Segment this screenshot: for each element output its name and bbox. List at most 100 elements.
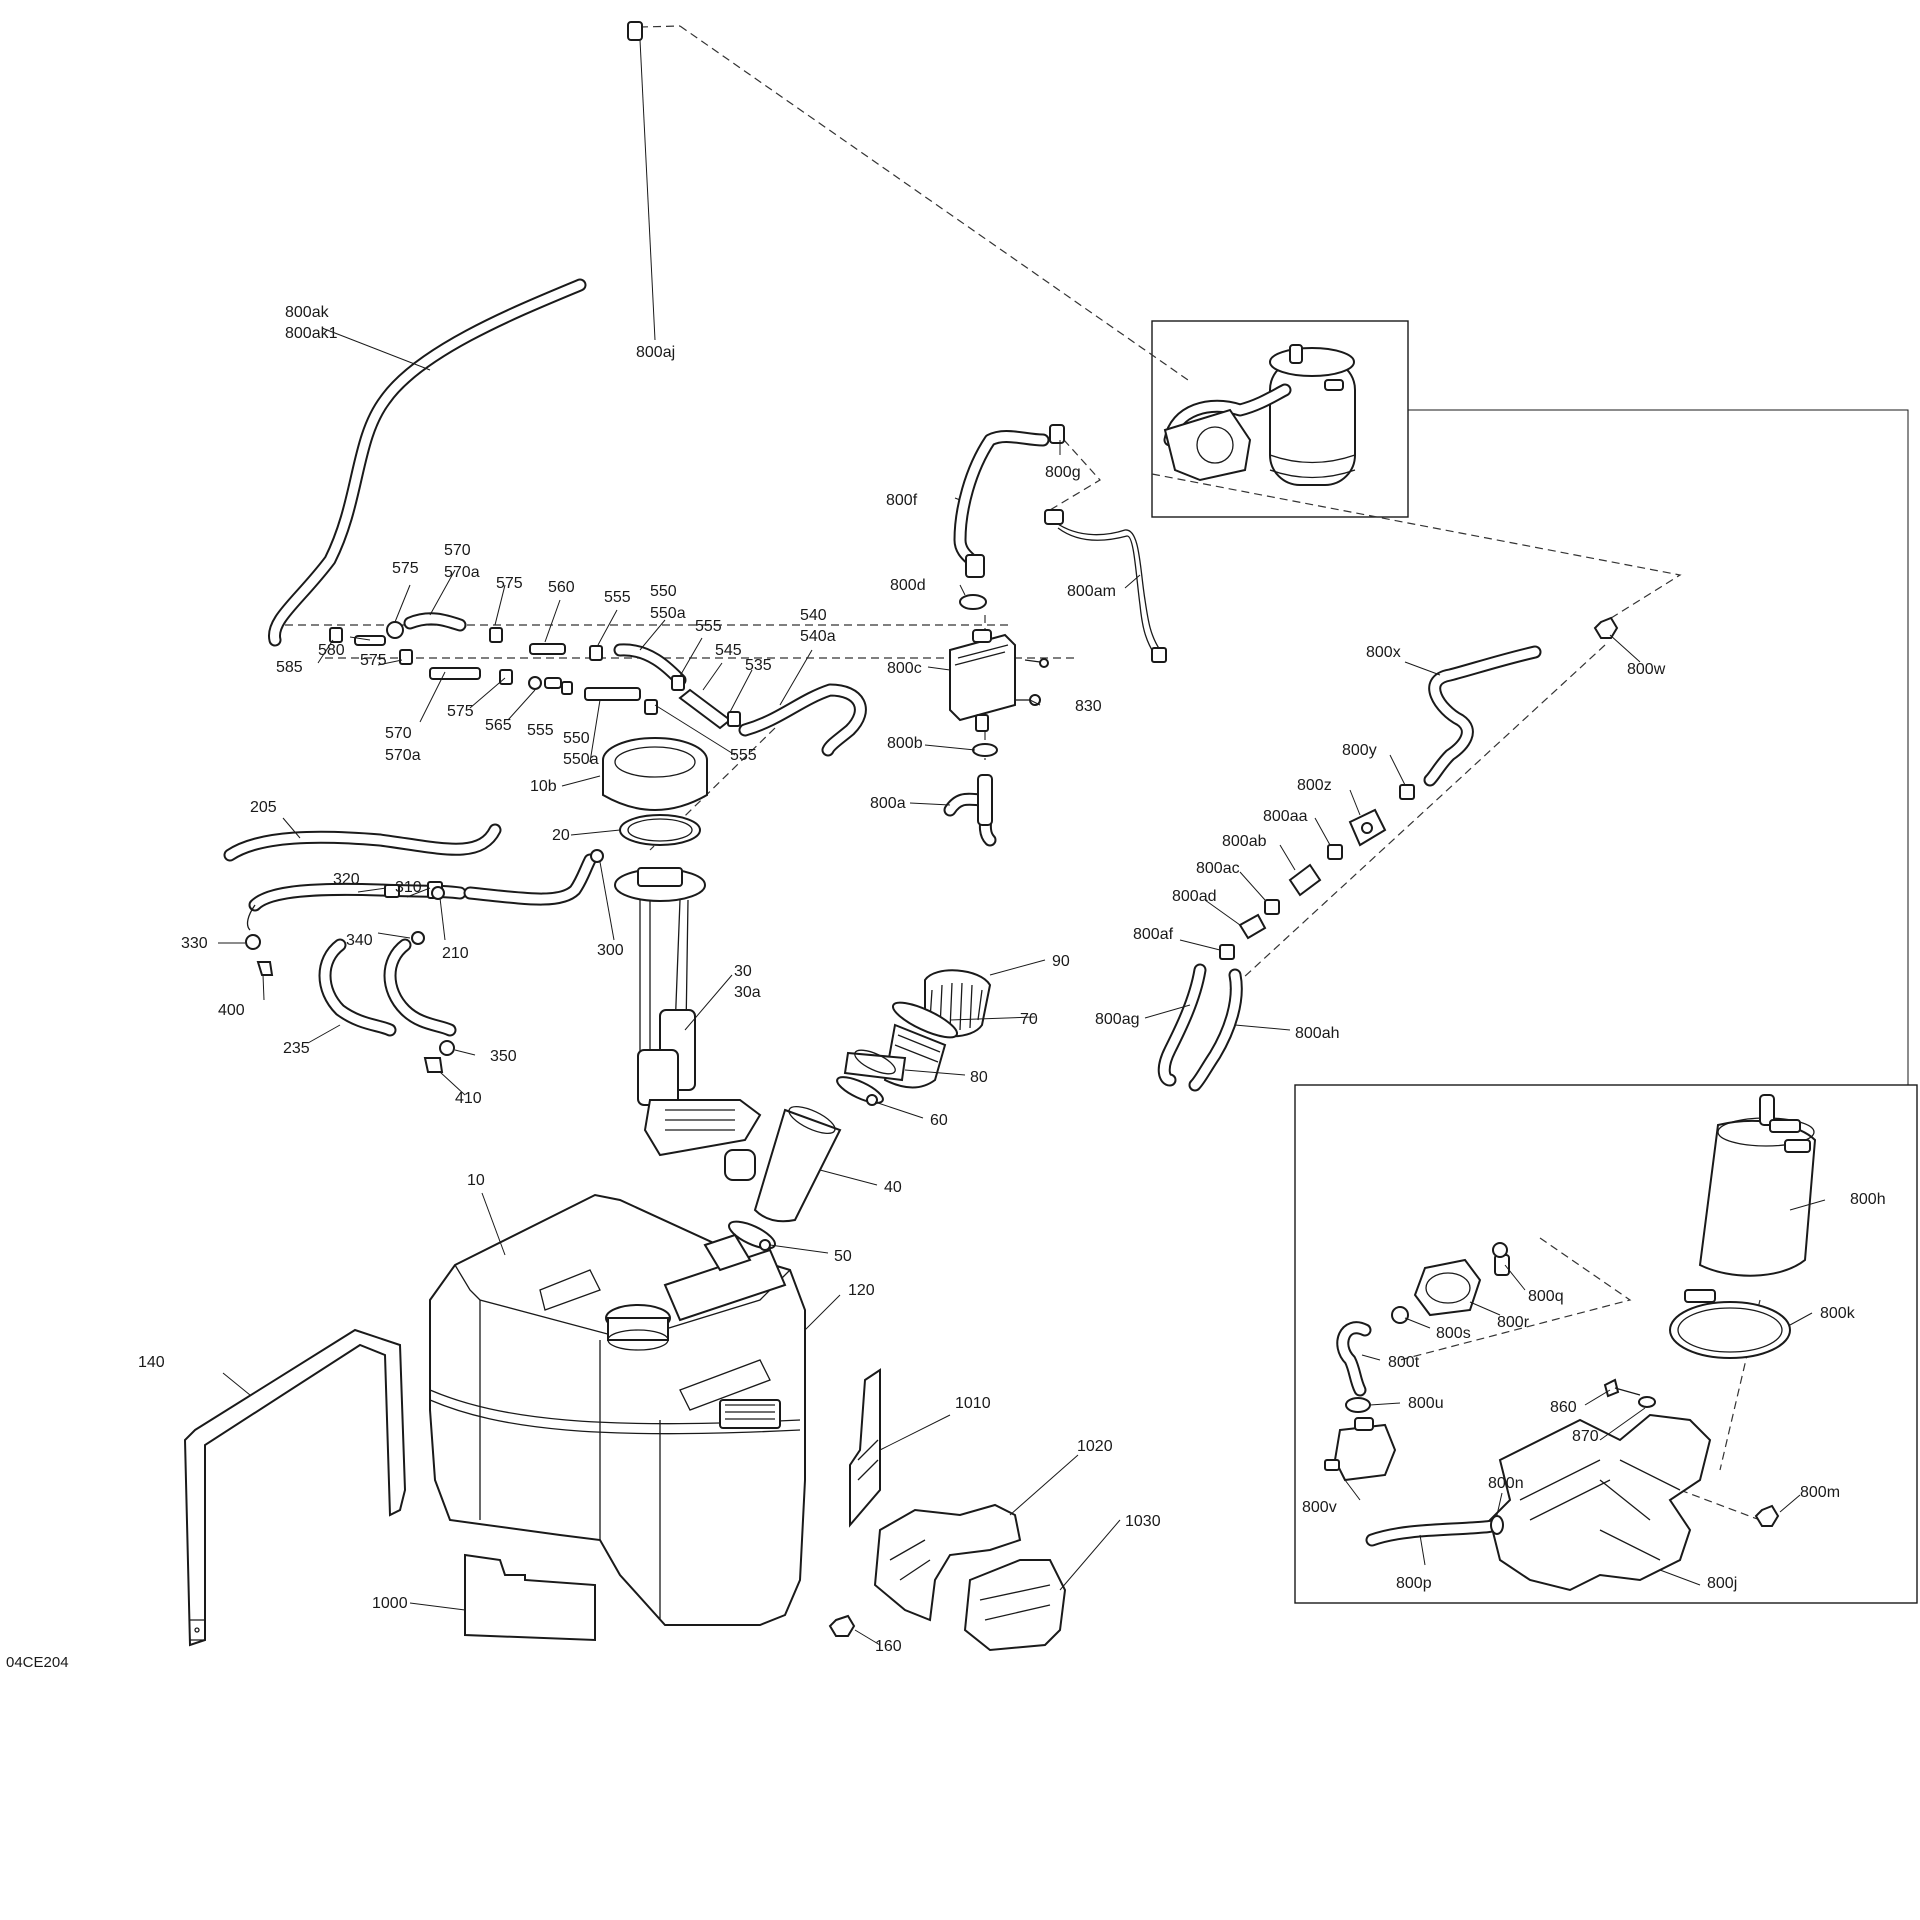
callout-800ad: 800ad xyxy=(1172,888,1217,905)
clamp-50 xyxy=(728,1220,776,1251)
canister-assembly-detail xyxy=(1163,344,1356,486)
callout-555-a: 555 xyxy=(604,589,631,606)
hose-800ag-800ah xyxy=(1157,963,1243,1092)
bolt-860-washer-870 xyxy=(1603,1378,1656,1408)
hose-205 xyxy=(223,823,502,862)
callout-160: 160 xyxy=(875,1638,902,1655)
gasket-20 xyxy=(619,814,701,846)
vent-hose-800ak xyxy=(268,278,587,647)
callout-570-top: 570 xyxy=(444,542,471,559)
callout-575-b: 575 xyxy=(496,575,523,592)
callout-800ak1: 800ak1 xyxy=(285,325,338,342)
canister-800h xyxy=(1698,1094,1817,1277)
fuel-tank-10 xyxy=(429,1193,806,1626)
hose-800x xyxy=(1423,616,1619,787)
callout-800f: 800f xyxy=(886,492,918,509)
callout-550a-top: 550a xyxy=(650,605,686,622)
callout-210: 210 xyxy=(442,945,469,962)
callout-800m: 800m xyxy=(1800,1484,1840,1501)
filler-hose-40 xyxy=(753,1106,842,1223)
callout-120: 120 xyxy=(848,1282,875,1299)
callout-535: 535 xyxy=(745,657,772,674)
callout-570a-top: 570a xyxy=(444,564,480,581)
grommet-800b xyxy=(972,743,998,757)
callout-300: 300 xyxy=(597,942,624,959)
callout-800af: 800af xyxy=(1133,926,1174,943)
callout-555-c: 555 xyxy=(527,722,554,739)
callout-560: 560 xyxy=(548,579,575,596)
nut-160 xyxy=(828,1614,856,1637)
fuel-tank-neck-mount xyxy=(703,1233,752,1272)
callout-550-bottom: 550 xyxy=(563,730,590,747)
callout-20: 20 xyxy=(552,827,570,844)
screw-830 xyxy=(1015,694,1041,706)
leader-lines xyxy=(218,39,1826,1646)
callout-800n: 800n xyxy=(1488,1475,1524,1492)
callout-860: 860 xyxy=(1550,1399,1577,1416)
elbow-800t xyxy=(1336,1321,1372,1397)
filter-800r-800q-800s xyxy=(1391,1242,1510,1324)
callout-575-c: 575 xyxy=(360,652,387,669)
callout-90: 90 xyxy=(1052,953,1070,970)
callout-40: 40 xyxy=(884,1179,902,1196)
screw-800c-side xyxy=(1024,658,1049,668)
callout-800g: 800g xyxy=(1045,464,1081,481)
callout-410: 410 xyxy=(455,1090,482,1107)
callout-800x: 800x xyxy=(1366,644,1401,661)
callout-10: 10 xyxy=(467,1172,485,1189)
fitting-chain-800y-800af xyxy=(1219,784,1415,960)
callout-60: 60 xyxy=(930,1112,948,1129)
heat-shield-1010 xyxy=(849,1368,881,1528)
callout-330: 330 xyxy=(181,935,208,952)
callout-340: 340 xyxy=(346,932,373,949)
callout-800r: 800r xyxy=(1497,1314,1530,1331)
callout-555-b: 555 xyxy=(695,618,722,635)
callout-800t: 800t xyxy=(1388,1354,1420,1371)
callout-1010: 1010 xyxy=(955,1395,991,1412)
callout-80: 80 xyxy=(970,1069,988,1086)
valve-800v xyxy=(1324,1417,1397,1482)
hose-800f xyxy=(953,424,1065,578)
callout-800b: 800b xyxy=(887,735,923,752)
callout-550a-bottom: 550a xyxy=(563,751,599,768)
callout-800ah: 800ah xyxy=(1295,1025,1340,1042)
callout-540a: 540a xyxy=(800,628,836,645)
callout-800z: 800z xyxy=(1297,777,1332,794)
callout-350: 350 xyxy=(490,1048,517,1065)
grommet-800d xyxy=(959,594,987,610)
callout-70: 70 xyxy=(1020,1011,1038,1028)
callout-570-bottom: 570 xyxy=(385,725,412,742)
callout-800c: 800c xyxy=(887,660,922,677)
heat-shield-1030 xyxy=(963,1559,1067,1652)
filter-800c xyxy=(949,629,1016,732)
callout-30a: 30a xyxy=(734,984,761,1001)
callout-550-top: 550 xyxy=(650,583,677,600)
canister-detail-frame xyxy=(1151,320,1909,1085)
callout-575-a: 575 xyxy=(392,560,419,577)
callout-400: 400 xyxy=(218,1002,245,1019)
callout-570a-bottom: 570a xyxy=(385,747,421,764)
callout-830: 830 xyxy=(1075,698,1102,715)
callout-800aj: 800aj xyxy=(636,344,675,361)
callout-800ag: 800ag xyxy=(1095,1011,1140,1028)
callout-1030: 1030 xyxy=(1125,1513,1161,1530)
callout-800p: 800p xyxy=(1396,1575,1432,1592)
callout-800k: 800k xyxy=(1820,1305,1856,1322)
hose-800p xyxy=(1365,1515,1504,1547)
callout-800ab: 800ab xyxy=(1222,833,1267,850)
callout-1000: 1000 xyxy=(372,1595,408,1612)
band-800k xyxy=(1669,1289,1791,1359)
callout-800y: 800y xyxy=(1342,742,1377,759)
fuel-line-group xyxy=(245,849,604,1073)
callout-800a: 800a xyxy=(870,795,906,812)
clip-800aj xyxy=(627,21,643,41)
callout-800ac: 800ac xyxy=(1196,860,1240,877)
fitting-row-lower xyxy=(399,649,658,715)
callout-800j: 800j xyxy=(1707,1575,1737,1592)
nut-800m xyxy=(1754,1504,1780,1527)
callout-800aa: 800aa xyxy=(1263,808,1308,825)
callout-labels: 800ak 800ak1 800aj 570 570a 575 575 560 … xyxy=(6,304,1886,1671)
callout-800h: 800h xyxy=(1850,1191,1886,1208)
grommet-800u xyxy=(1345,1397,1371,1413)
